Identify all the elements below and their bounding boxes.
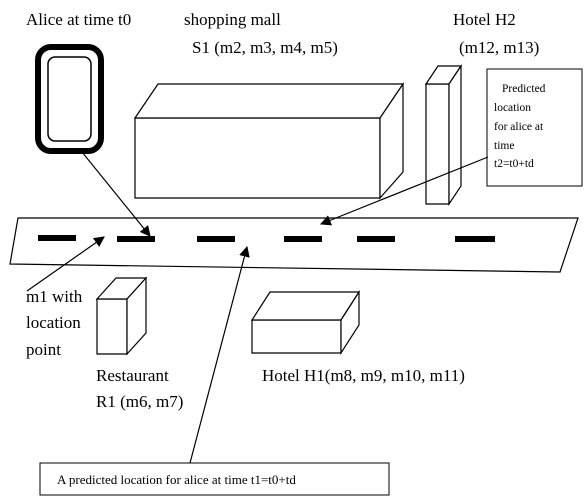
arrow-m1-to-road	[26, 236, 105, 292]
callout-t2-line5: t2=t0+td	[494, 158, 534, 170]
svg-text:Predicted location: Predicted location for alice at time t2=…	[494, 83, 548, 170]
callout-t2-line2: location	[494, 102, 531, 114]
labels: Alice at time t0 shopping mall S1 (m2, m…	[26, 10, 539, 411]
m1-label-line1: m1 with	[26, 287, 83, 306]
hotel-h2-label-line2: (m12, m13)	[459, 38, 539, 57]
hotel-h2-building	[424, 64, 463, 206]
arrow-t2-to-road	[319, 156, 489, 226]
predicted-location-t1-callout: A predicted location for alice at time t…	[39, 462, 390, 496]
arrow-alice-to-road	[81, 151, 151, 237]
restaurant-label-line1: Restaurant	[96, 366, 169, 385]
hotel-h1-label: Hotel H1(m8, m9, m10, m11)	[262, 366, 465, 385]
callout-t1-text: A predicted location for alice at time t…	[57, 472, 296, 487]
callout-t2-line4: time	[494, 140, 514, 152]
callout-t2-line1: Predicted	[502, 83, 546, 95]
alice-label: Alice at time t0	[26, 10, 131, 29]
callout-t2-line3: for alice at	[494, 121, 544, 133]
road-lane-dashes	[38, 235, 495, 242]
alice-phone-icon	[35, 44, 104, 154]
hotel-h1-building	[250, 289, 361, 356]
arrow-t1-to-road	[189, 245, 250, 464]
predicted-location-t2-callout: Predicted location for alice at time t2=…	[486, 68, 583, 187]
restaurant-building	[95, 276, 148, 356]
mall-label-line1: shopping mall	[184, 10, 281, 29]
mall-label-line2: S1 (m2, m3, m4, m5)	[192, 38, 338, 57]
arrows	[26, 151, 489, 464]
hotel-h2-label-line1: Hotel H2	[453, 10, 516, 29]
m1-label-line2: location	[26, 313, 81, 332]
m1-label-line3: point	[26, 340, 61, 359]
road	[9, 217, 579, 273]
shopping-mall-building	[133, 82, 405, 200]
restaurant-label-line2: R1 (m6, m7)	[96, 392, 183, 411]
